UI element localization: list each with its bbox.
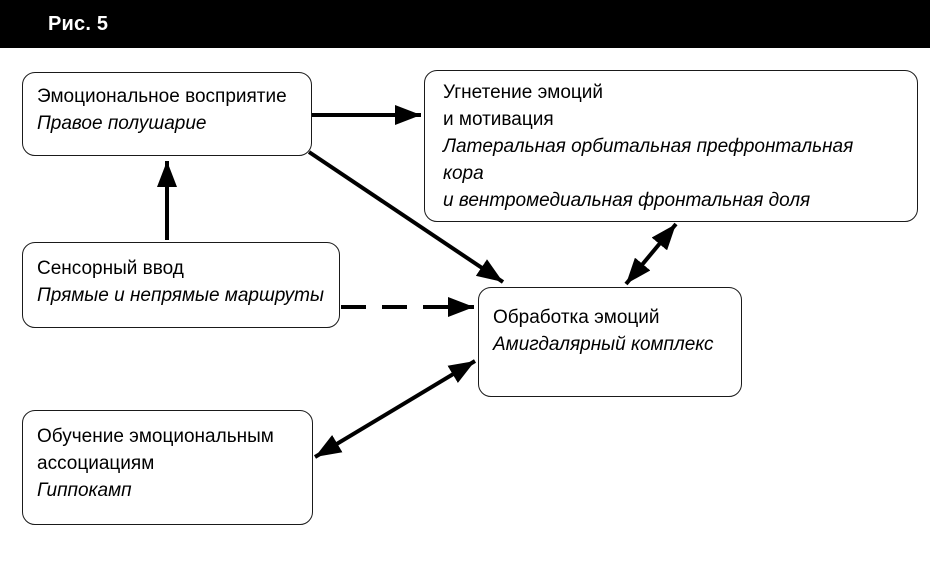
box-emotion-suppression: Угнетение эмоций и мотивация Латеральная… [424, 70, 918, 222]
box-title: Обучение эмоциональным ассоциациям [37, 426, 274, 474]
box-title: Сенсорный ввод [37, 258, 184, 279]
box-emotional-learning: Обучение эмоциональным ассоциациям Гиппо… [22, 410, 313, 525]
box-title: Обработка эмоций [493, 307, 660, 328]
edge-learning-processing [313, 359, 477, 459]
box-emotion-processing: Обработка эмоций Амигдалярный комплекс [478, 287, 742, 397]
box-sensory-input: Сенсорный ввод Прямые и непрямые маршрут… [22, 242, 340, 328]
box-subtitle: Прямые и непрямые маршруты [37, 285, 324, 306]
figure-label: Рис. 5 [48, 12, 109, 35]
box-emotional-perception: Эмоциональное восприятие Правое полушари… [22, 72, 312, 156]
box-subtitle: Гиппокамп [37, 480, 132, 501]
box-subtitle: Латеральная орбитальная префронтальная к… [443, 136, 854, 211]
box-subtitle: Правое полушарие [37, 113, 207, 134]
box-subtitle: Амигдалярный комплекс [493, 334, 714, 355]
box-title: Эмоциональное восприятие [37, 86, 287, 107]
figure-header: Рис. 5 [0, 0, 930, 48]
edge-suppression-processing [624, 222, 678, 286]
box-title: Угнетение эмоций и мотивация [443, 82, 604, 130]
